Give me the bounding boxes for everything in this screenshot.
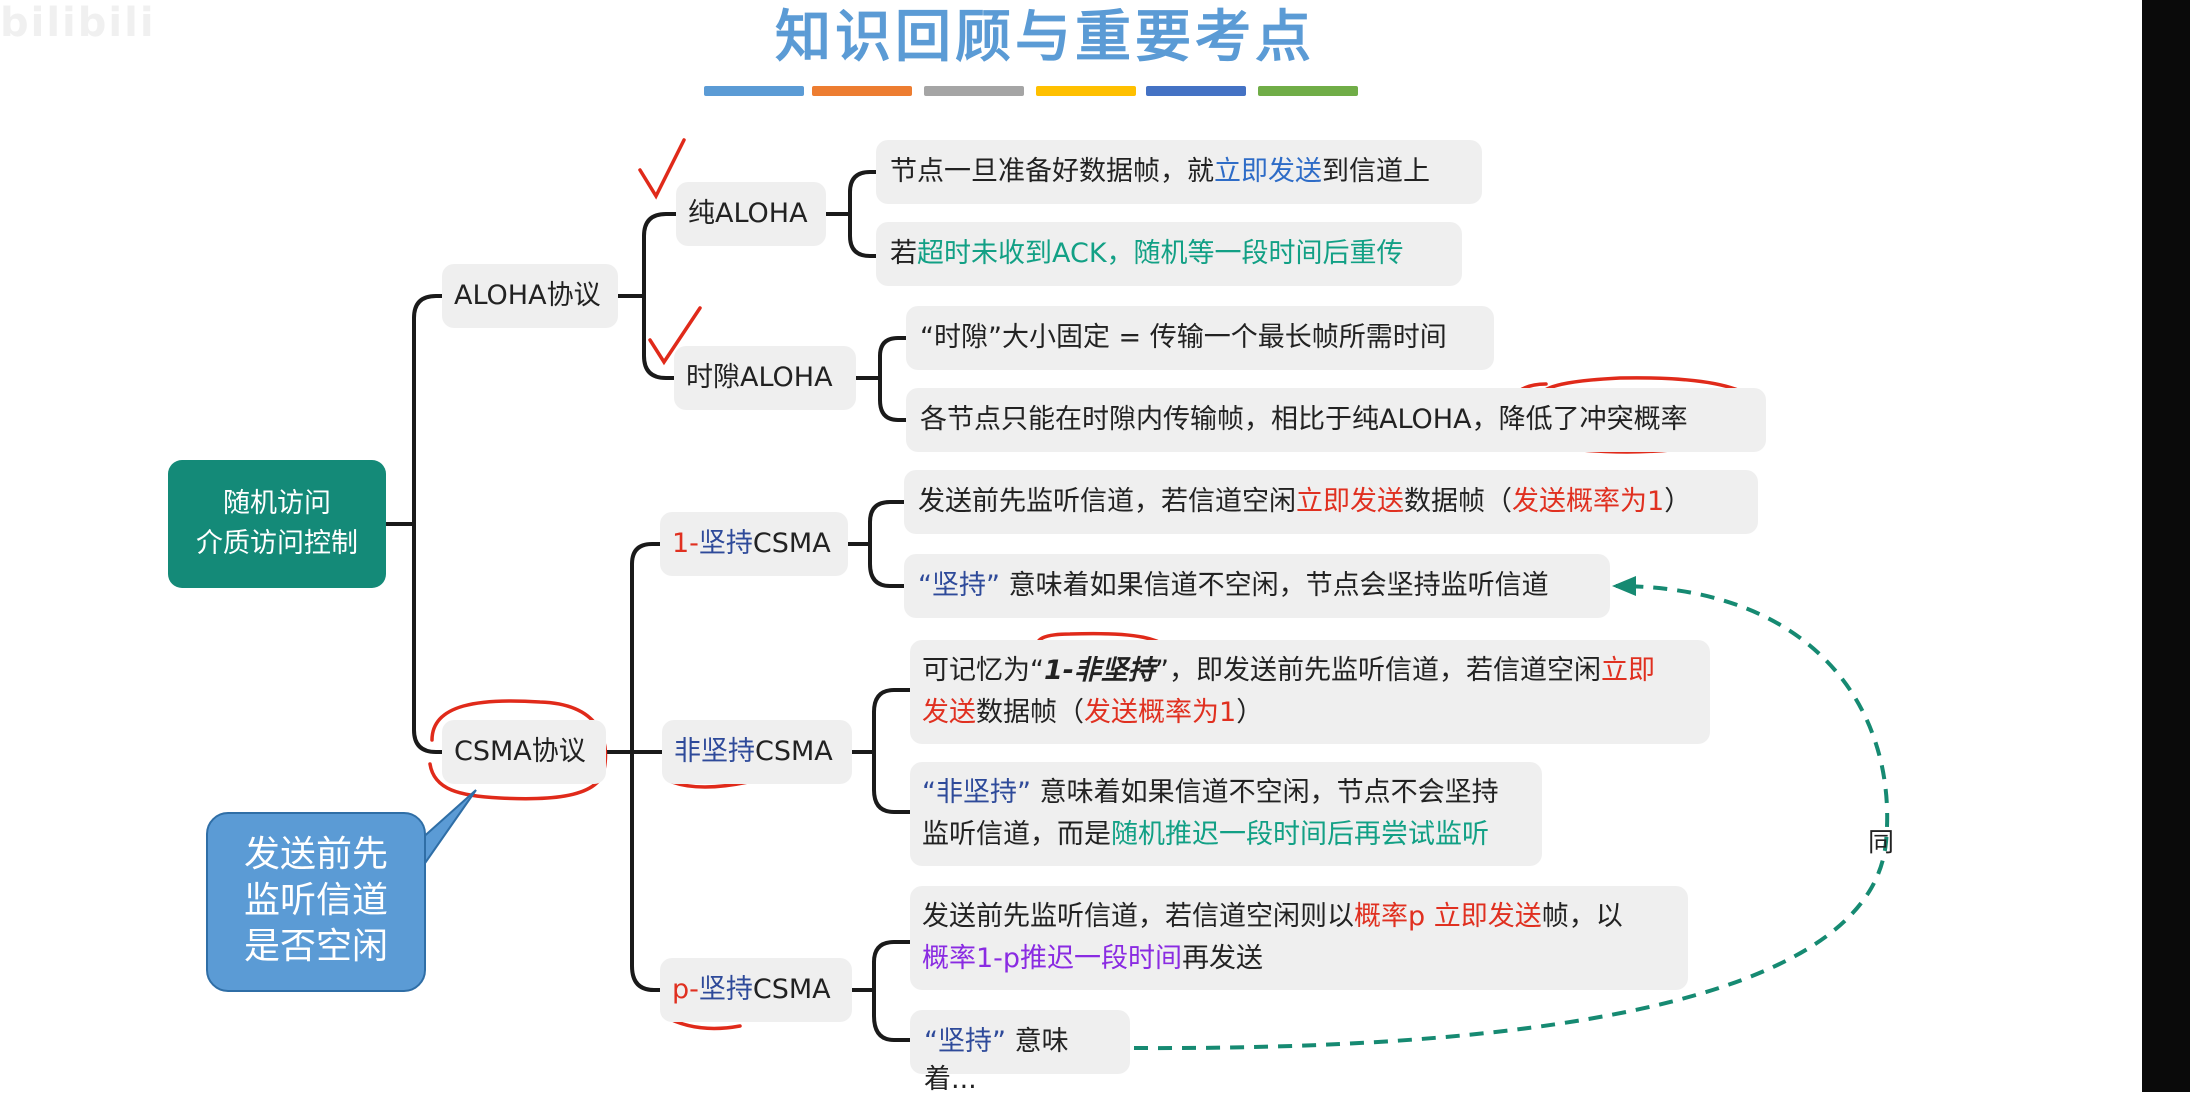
text-highlight: 超时未收到ACK，随机等一段时间后重传 — [917, 238, 1404, 269]
p-persistent-node: p-坚持CSMA — [660, 958, 852, 1022]
aloha-label: ALOHA协议 — [454, 280, 601, 311]
color-bar-3 — [924, 86, 1024, 96]
text-highlight: 立即发送 — [1296, 486, 1404, 517]
text: 监听信道，而是 — [922, 819, 1111, 850]
window-edge — [2142, 0, 2190, 1092]
text: 发送前先监听信道，若信道空闲 — [918, 486, 1296, 517]
text: 各节点只能在时隙内传输帧，相比于纯ALOHA， — [920, 404, 1499, 435]
one-persistent-node: 1-坚持CSMA — [660, 512, 848, 576]
one-persistent-detail-2: “坚持” 意味着如果信道不空闲，节点会坚持监听信道 — [904, 554, 1610, 618]
text: 坚持 — [698, 974, 753, 1005]
text: “时隙”大小固定 = 传输一个最长帧所需时间 — [920, 322, 1447, 353]
p-persistent-detail-1: 发送前先监听信道，若信道空闲则以概率p 立即发送帧，以概率1-p推迟一段时间再发… — [910, 886, 1688, 990]
text-highlight: “坚持” — [924, 1026, 1006, 1057]
text-highlight: 概率1-p推迟一段时间 — [922, 943, 1183, 974]
text-highlight: 随机推迟一段时间后再尝试监听 — [1111, 819, 1489, 850]
color-bar-1 — [704, 86, 804, 96]
text: ”，即发送前先监听信道，若信道空闲 — [1155, 655, 1601, 686]
same-label: 同 — [1868, 828, 1895, 858]
root-line-2: 介质访问控制 — [196, 528, 358, 559]
text: 数据帧（ — [1404, 486, 1512, 517]
aloha-node: ALOHA协议 — [442, 264, 618, 328]
text: 降低了冲突概率 — [1498, 404, 1688, 435]
color-bar-4 — [1036, 86, 1136, 96]
text: 发送前先监听信道，若信道空闲则以 — [922, 901, 1354, 932]
slotted-aloha-node: 时隙ALOHA — [674, 346, 856, 410]
text: 非坚持 — [674, 736, 755, 767]
slotted-aloha-detail-1: “时隙”大小固定 = 传输一个最长帧所需时间 — [906, 306, 1494, 370]
pure-aloha-detail-2: 若超时未收到ACK，随机等一段时间后重传 — [876, 222, 1462, 286]
callout-line-3: 是否空闲 — [243, 926, 388, 967]
text: 可记忆为“ — [922, 655, 1044, 686]
text-highlight: 立即发送 — [1214, 156, 1322, 187]
text-highlight: 发送概率为1 — [1084, 697, 1237, 728]
csma-node: CSMA协议 — [442, 720, 606, 784]
pure-aloha-label: 纯ALOHA — [688, 198, 808, 229]
text: ） — [1664, 486, 1692, 517]
root-line-1: 随机访问 — [223, 488, 331, 519]
color-bar-2 — [812, 86, 912, 96]
text: CSMA — [752, 528, 831, 559]
callout-line-1: 发送前先 — [243, 834, 388, 875]
text: 节点一旦准备好数据帧，就 — [890, 156, 1214, 187]
text: 1- — [672, 528, 699, 559]
text: CSMA — [755, 736, 833, 767]
watermark: bilibili — [0, 0, 156, 46]
root-node: 随机访问 介质访问控制 — [168, 460, 386, 588]
one-persistent-detail-1: 发送前先监听信道，若信道空闲立即发送数据帧（发送概率为1） — [904, 470, 1758, 534]
slotted-aloha-label: 时隙ALOHA — [686, 362, 833, 393]
text: 意味着如果信道不空闲，节点会坚持监听信道 — [999, 570, 1549, 601]
text-highlight: 发送 — [922, 697, 976, 728]
callout-line-2: 监听信道 — [243, 880, 388, 921]
non-persistent-node: 非坚持CSMA — [662, 720, 852, 784]
text: ） — [1236, 697, 1264, 728]
slotted-aloha-detail-2: 各节点只能在时隙内传输帧，相比于纯ALOHA，降低了冲突概率 — [906, 388, 1766, 452]
text-highlight: “非坚持” — [922, 777, 1031, 808]
non-persistent-detail-1: 可记忆为“1-非坚持”，即发送前先监听信道，若信道空闲立即发送数据帧（发送概率为… — [910, 640, 1710, 744]
text: 到信道上 — [1322, 156, 1430, 187]
text-highlight: 立即 — [1601, 655, 1655, 686]
page-title: 知识回顾与重要考点 — [775, 5, 1315, 70]
csma-label: CSMA协议 — [454, 736, 586, 767]
text: 意味着... — [924, 1026, 1069, 1095]
p-persistent-detail-2: “坚持” 意味着... — [910, 1010, 1130, 1095]
text: p- — [672, 974, 699, 1005]
text: 帧，以 — [1541, 901, 1623, 932]
text: 意味着如果信道不空闲，节点不会坚持 — [1030, 777, 1499, 808]
text: 若 — [890, 238, 917, 269]
pure-aloha-detail-1: 节点一旦准备好数据帧，就立即发送到信道上 — [876, 140, 1482, 204]
text: CSMA — [752, 974, 831, 1005]
text-highlight: 概率p 立即发送 — [1354, 901, 1542, 932]
csma-callout: 发送前先 监听信道 是否空闲 — [206, 812, 426, 992]
pure-aloha-node: 纯ALOHA — [676, 182, 826, 246]
text: 坚持 — [698, 528, 753, 559]
text: 再发送 — [1182, 943, 1264, 974]
text-emphasis: 1-非坚持 — [1044, 655, 1155, 686]
text-highlight: 发送概率为1 — [1512, 486, 1665, 517]
non-persistent-detail-2: “非坚持” 意味着如果信道不空闲，节点不会坚持监听信道，而是随机推迟一段时间后再… — [910, 762, 1542, 866]
text: 数据帧（ — [976, 697, 1084, 728]
color-bar-5 — [1146, 86, 1246, 96]
color-bar-6 — [1258, 86, 1358, 96]
text-highlight: “坚持” — [918, 570, 1000, 601]
